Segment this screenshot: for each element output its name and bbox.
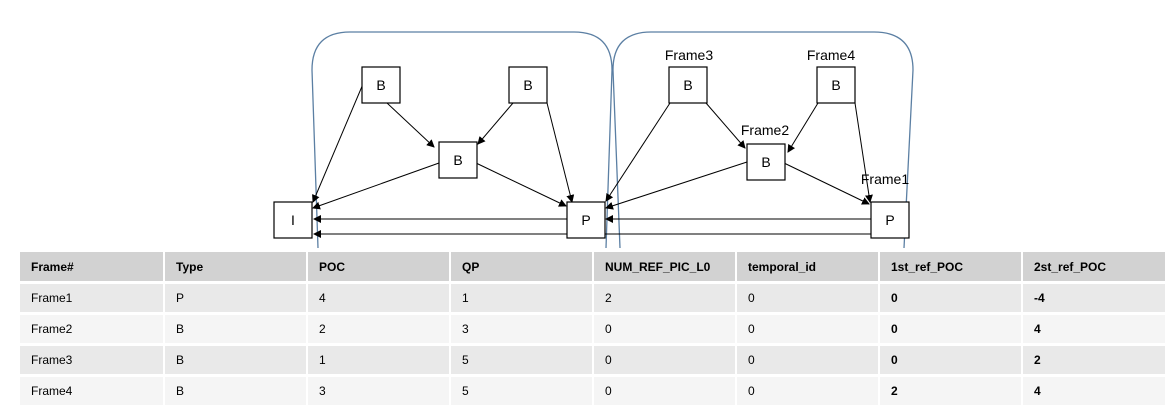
table-cell: 4 — [306, 284, 449, 312]
table-cell: 0 — [592, 377, 735, 405]
frame1-caption: Frame1 — [861, 171, 909, 187]
table-row: Frame3 B 1 5 0 0 0 2 — [20, 346, 1165, 374]
node-p-mid-label: P — [581, 212, 590, 228]
table-cell: P — [163, 284, 306, 312]
table-cell: 4 — [1021, 315, 1165, 343]
table-cell: 5 — [449, 346, 592, 374]
arrow-bmid-to-i — [312, 162, 440, 210]
header-frame-number: Frame# — [20, 252, 163, 281]
header-1st-ref-poc: 1st_ref_POC — [878, 252, 1021, 281]
arrow-b2-to-p — [546, 102, 575, 203]
arrow-b1-to-bmid — [386, 102, 435, 148]
node-b-top-left-1: B — [361, 66, 401, 104]
table-cell: 0 — [735, 315, 878, 343]
table-cell: 2 — [1021, 346, 1165, 374]
arrow-b1-to-i — [312, 83, 364, 203]
node-b-top-left-2: B — [508, 66, 548, 104]
node-frame2: B — [746, 143, 786, 181]
arrow-frame4-to-frame1 — [854, 102, 873, 203]
table-cell: 2 — [306, 315, 449, 343]
table-cell: 0 — [592, 315, 735, 343]
header-type: Type — [163, 252, 306, 281]
table-row: Frame4 B 3 5 0 0 2 4 — [20, 377, 1165, 405]
node-frame4: B — [816, 66, 856, 104]
table-cell: 0 — [735, 284, 878, 312]
header-2st-ref-poc: 2st_ref_POC — [1021, 252, 1165, 281]
table-cell: 4 — [1021, 377, 1165, 405]
table-header-row: Frame# Type POC QP NUM_REF_PIC_L0 tempor… — [20, 252, 1165, 281]
table-row: Frame1 P 4 1 2 0 0 -4 — [20, 284, 1165, 312]
arrow-frame2-to-frame1 — [783, 162, 870, 205]
table-cell: Frame2 — [20, 315, 163, 343]
arrow-frame4-to-frame2 — [787, 102, 819, 153]
table-cell: 1 — [449, 284, 592, 312]
table-cell: 0 — [592, 346, 735, 374]
table-cell: -4 — [1021, 284, 1165, 312]
node-b-top-left-1-label: B — [376, 77, 385, 93]
arrow-b2-to-bmid — [477, 102, 514, 145]
node-i: I — [273, 201, 313, 239]
table-cell: B — [163, 377, 306, 405]
header-temporal-id: temporal_id — [735, 252, 878, 281]
node-b-mid-left-label: B — [453, 152, 462, 168]
table-cell: 0 — [735, 377, 878, 405]
table-cell: 0 — [735, 346, 878, 374]
arrow-bmid-to-p — [475, 162, 567, 207]
node-i-label: I — [291, 212, 295, 228]
table-cell: 0 — [878, 284, 1021, 312]
arrow-frame3-to-frame2 — [705, 102, 746, 149]
frame4-caption: Frame4 — [807, 47, 855, 63]
table-row: Frame2 B 2 3 0 0 0 4 — [20, 315, 1165, 343]
table-cell: 0 — [878, 315, 1021, 343]
table-cell: 2 — [592, 284, 735, 312]
node-frame1-label: P — [885, 212, 894, 228]
gop-reference-diagram: I B B B P B B B P Frame3 Frame4 Frame2 F… — [273, 31, 914, 249]
node-frame3: B — [668, 66, 708, 104]
gop-group-left — [311, 31, 613, 249]
frame-parameter-table-container: Frame# Type POC QP NUM_REF_PIC_L0 tempor… — [20, 252, 1165, 408]
table-cell: Frame4 — [20, 377, 163, 405]
node-p-mid: P — [566, 201, 606, 239]
table-cell: 3 — [449, 315, 592, 343]
arrow-frame2-to-pmid — [605, 161, 748, 210]
table-cell: 3 — [306, 377, 449, 405]
frame-parameter-table: Frame# Type POC QP NUM_REF_PIC_L0 tempor… — [20, 249, 1165, 408]
table-cell: 1 — [306, 346, 449, 374]
table-cell: B — [163, 315, 306, 343]
table-cell: 5 — [449, 377, 592, 405]
node-b-mid-left: B — [438, 141, 478, 179]
node-frame1: P — [870, 201, 910, 239]
header-num-ref-pic-l0: NUM_REF_PIC_L0 — [592, 252, 735, 281]
table-cell: Frame3 — [20, 346, 163, 374]
node-b-top-left-2-label: B — [523, 77, 532, 93]
header-qp: QP — [449, 252, 592, 281]
gop-group-right — [612, 31, 914, 249]
frame2-caption: Frame2 — [741, 122, 789, 138]
table-cell: 2 — [878, 377, 1021, 405]
table-cell: B — [163, 346, 306, 374]
node-frame4-label: B — [831, 77, 840, 93]
node-frame3-label: B — [683, 77, 692, 93]
table-cell: Frame1 — [20, 284, 163, 312]
table-cell: 0 — [878, 346, 1021, 374]
node-frame2-label: B — [761, 154, 770, 170]
frame3-caption: Frame3 — [665, 47, 713, 63]
arrow-frame3-to-pmid — [605, 102, 671, 202]
header-poc: POC — [306, 252, 449, 281]
